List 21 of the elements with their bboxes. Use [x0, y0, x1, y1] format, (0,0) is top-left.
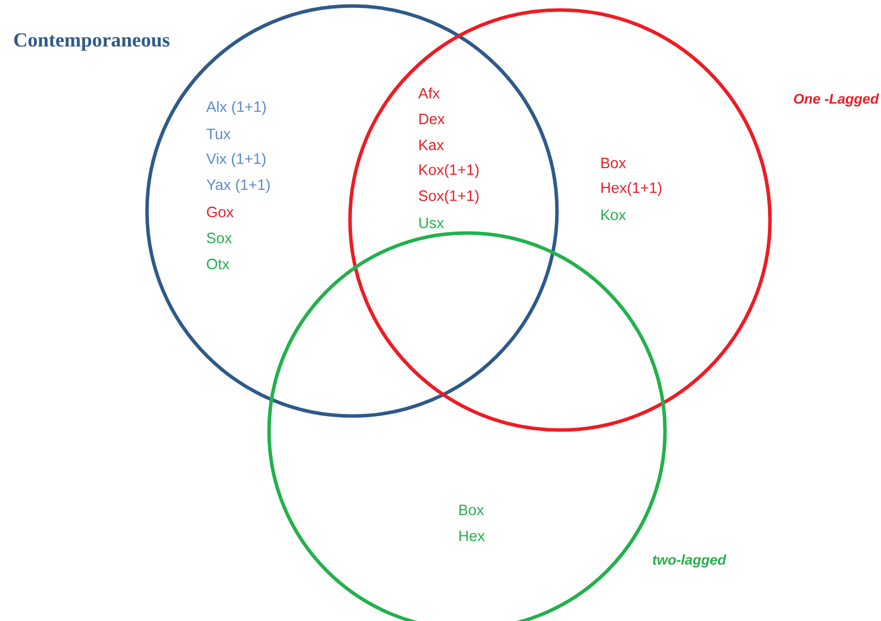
set-item: Kox — [601, 210, 626, 220]
node-label: two-lagged — [652, 554, 726, 568]
set-item: Kox(1+1) — [419, 164, 479, 178]
set-item: Dex — [419, 114, 445, 124]
set-item: Hex(1+1) — [601, 182, 662, 196]
set-item: Alx (1+1) — [206, 101, 266, 115]
set-item: Tux — [206, 128, 230, 140]
node-label: One -Lagged — [794, 93, 880, 107]
set-item: Sox(1+1) — [418, 190, 479, 204]
set-item: Kax — [419, 140, 444, 150]
set-item: Otx — [206, 258, 230, 270]
set-item: Vix (1+1) — [206, 153, 266, 167]
set-item: Hex — [459, 530, 485, 542]
set-item: Box — [601, 158, 626, 168]
set-item: Afx — [418, 88, 440, 98]
node-label: Contemporaneous — [14, 33, 170, 51]
set-item: Sox — [206, 232, 232, 244]
set-item: Usx — [419, 218, 444, 228]
set-item: Gox — [206, 206, 234, 218]
set-item: Box — [459, 504, 484, 516]
set-item: Yax (1+1) — [206, 179, 270, 193]
